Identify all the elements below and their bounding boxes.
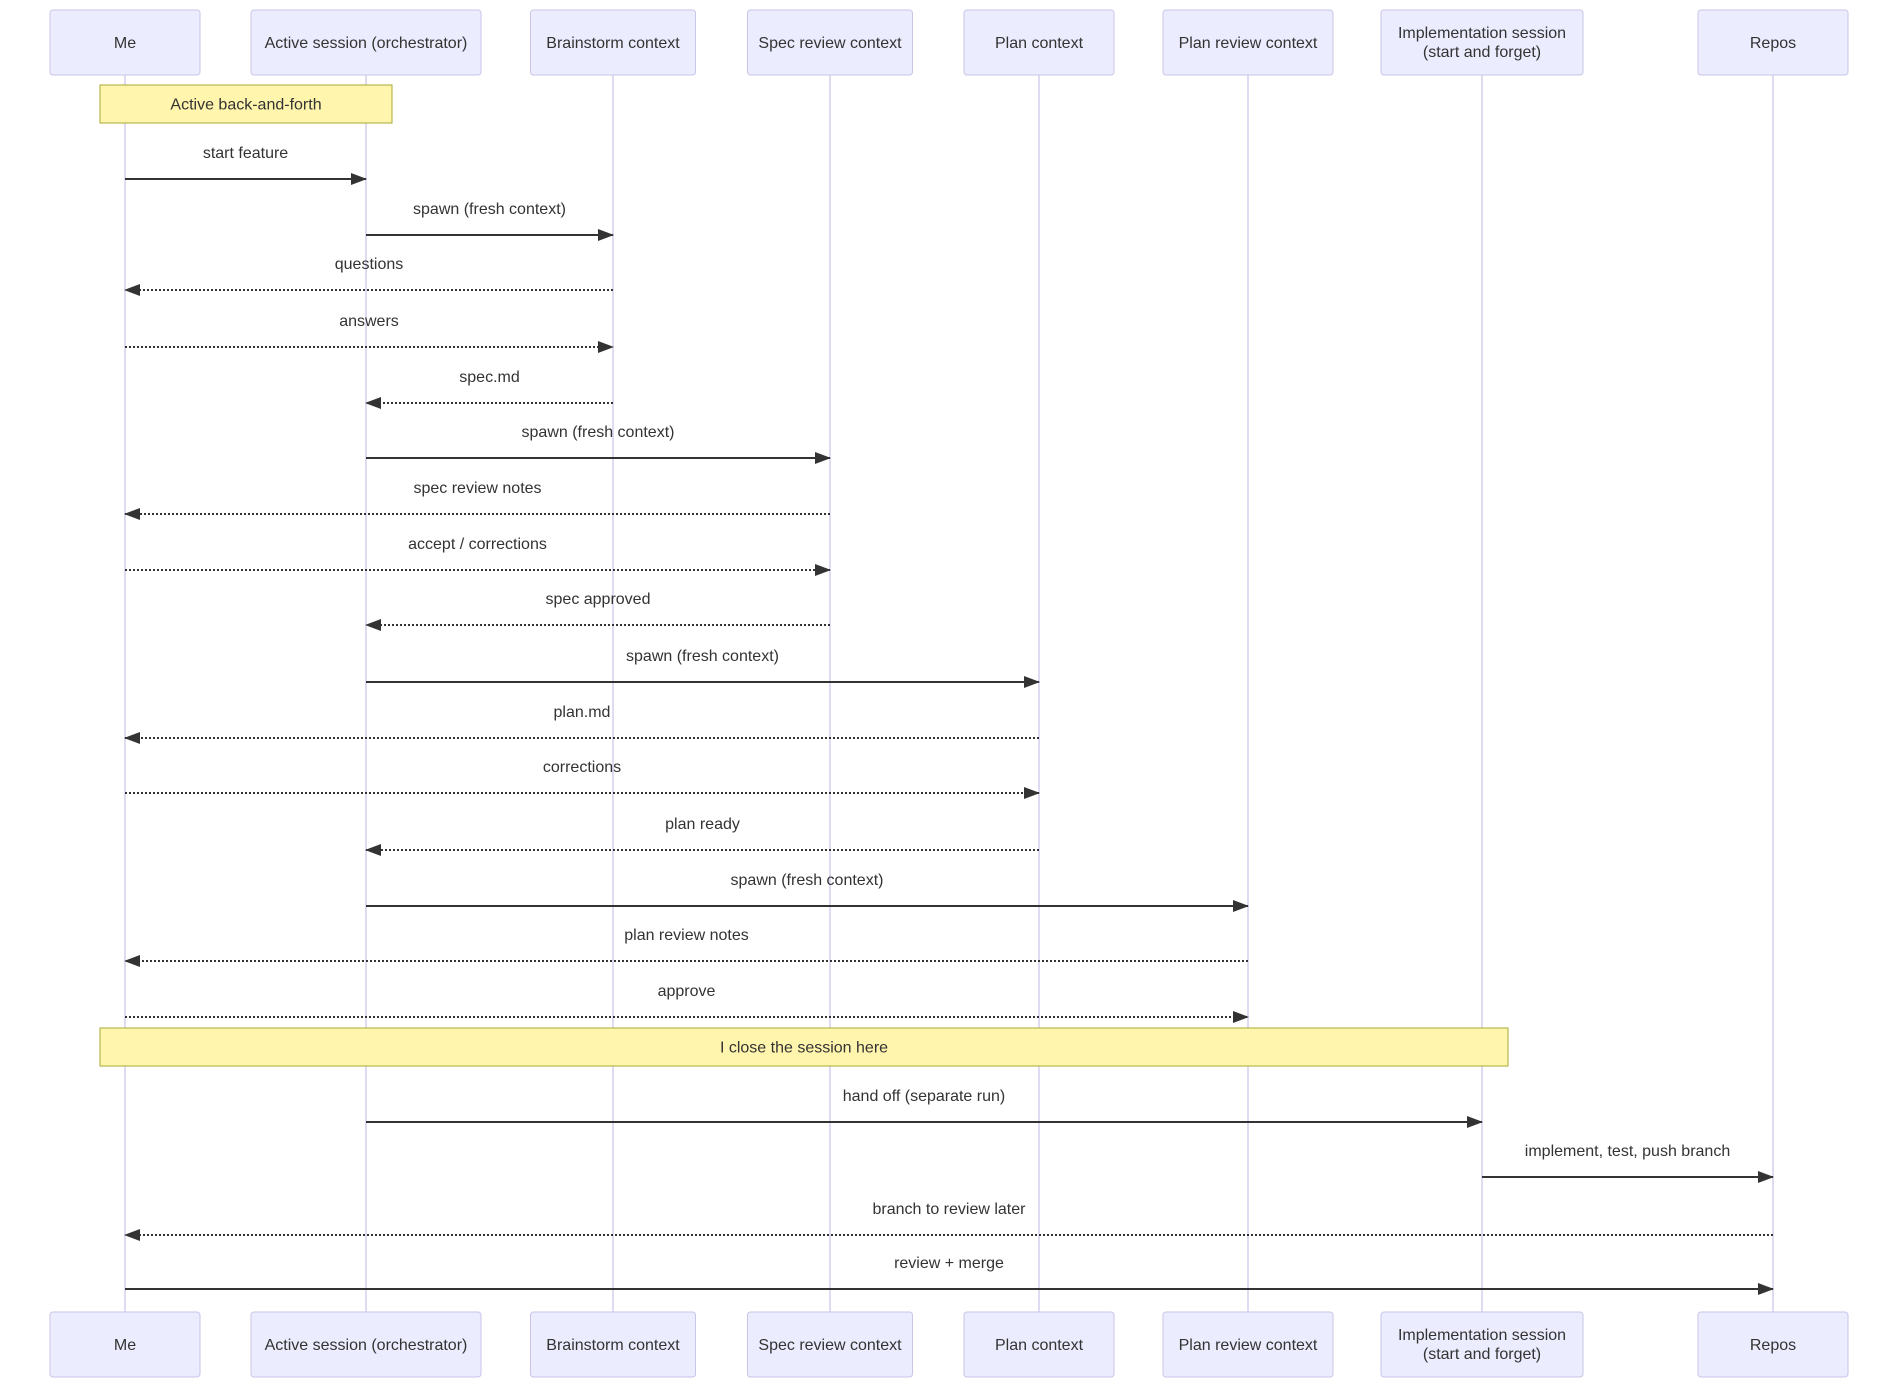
participant-label-top-implementation: Implementation session: [1398, 25, 1566, 42]
message-label-1: start feature: [203, 145, 288, 162]
message-label-14: spawn (fresh context): [731, 872, 884, 889]
participant-box-bottom-me: [49, 1311, 201, 1378]
participant-label-top-implementation: (start and forget): [1423, 44, 1541, 61]
participant-label-top-orchestrator: Active session (orchestrator): [265, 35, 468, 52]
participant-box-top-orchestrator: [250, 9, 482, 76]
participant-box-bottom-spec_review: [747, 1311, 913, 1378]
message-label-16: approve: [658, 983, 716, 1000]
participant-label-bottom-plan_review: Plan review context: [1179, 1337, 1318, 1354]
participant-box-bottom-brainstorm: [530, 1311, 696, 1378]
participant-label-top-plan: Plan context: [995, 35, 1084, 52]
participant-label-bottom-implementation: (start and forget): [1423, 1346, 1541, 1363]
participant-box-bottom-orchestrator: [250, 1311, 482, 1378]
participant-box-top-plan_review: [1162, 9, 1334, 76]
message-label-13: plan ready: [665, 816, 740, 833]
participant-label-bottom-spec_review: Spec review context: [758, 1337, 902, 1354]
message-label-11: plan.md: [554, 704, 611, 721]
participant-label-bottom-brainstorm: Brainstorm context: [546, 1337, 680, 1354]
participant-label-bottom-plan: Plan context: [995, 1337, 1084, 1354]
participant-box-bottom-plan_review: [1162, 1311, 1334, 1378]
participant-label-bottom-orchestrator: Active session (orchestrator): [265, 1337, 468, 1354]
message-label-9: spec approved: [546, 591, 651, 608]
participant-label-top-me: Me: [114, 35, 136, 52]
participant-box-bottom-repos: [1697, 1311, 1849, 1378]
message-label-7: spec review notes: [413, 480, 541, 497]
participant-box-top-repos: [1697, 9, 1849, 76]
note-label-2: I close the session here: [720, 1040, 888, 1057]
participant-label-top-brainstorm: Brainstorm context: [546, 35, 680, 52]
participant-box-top-plan: [963, 9, 1115, 76]
participant-box-top-spec_review: [747, 9, 913, 76]
message-label-10: spawn (fresh context): [626, 648, 779, 665]
message-label-18: implement, test, push branch: [1525, 1143, 1730, 1160]
participant-box-bottom-implementation: [1380, 1311, 1584, 1378]
participant-box-top-implementation: [1380, 9, 1584, 76]
message-label-15: plan review notes: [624, 927, 749, 944]
message-label-6: spawn (fresh context): [522, 424, 675, 441]
message-label-12: corrections: [543, 759, 621, 776]
participant-label-bottom-implementation: Implementation session: [1398, 1327, 1566, 1344]
note-box-1: [99, 84, 393, 124]
message-label-8: accept / corrections: [408, 536, 547, 553]
participant-box-top-brainstorm: [530, 9, 696, 76]
participant-label-top-plan_review: Plan review context: [1179, 35, 1318, 52]
message-label-2: spawn (fresh context): [413, 201, 566, 218]
note-label-1: Active back-and-forth: [170, 97, 321, 114]
message-label-17: hand off (separate run): [843, 1088, 1005, 1105]
participant-box-top-me: [49, 9, 201, 76]
note-box-2: [99, 1027, 1509, 1067]
participant-label-top-repos: Repos: [1750, 35, 1796, 52]
participant-box-bottom-plan: [963, 1311, 1115, 1378]
participant-label-bottom-repos: Repos: [1750, 1337, 1796, 1354]
message-label-5: spec.md: [459, 369, 519, 386]
participant-label-top-spec_review: Spec review context: [758, 35, 902, 52]
message-label-20: review + merge: [894, 1255, 1004, 1272]
message-label-19: branch to review later: [873, 1201, 1027, 1218]
participant-label-bottom-me: Me: [114, 1337, 136, 1354]
message-label-3: questions: [335, 256, 404, 273]
message-label-4: answers: [339, 313, 399, 330]
